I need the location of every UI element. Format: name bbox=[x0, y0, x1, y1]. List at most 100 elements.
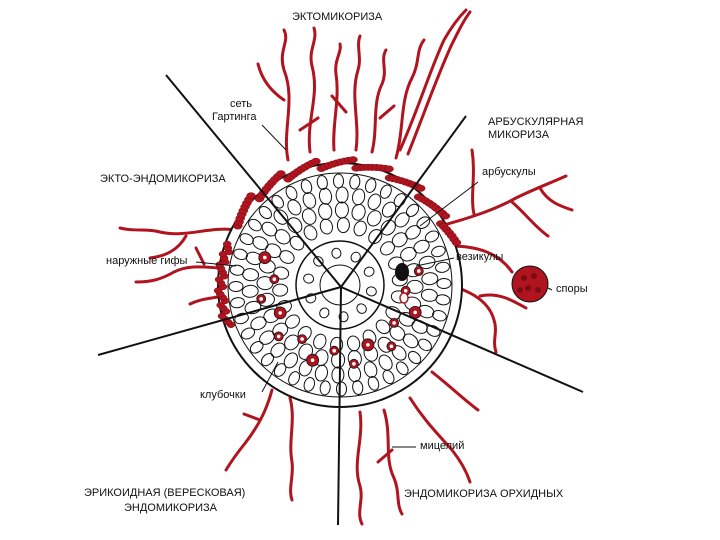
root-cell bbox=[287, 199, 302, 216]
fungal-coil-core bbox=[276, 334, 281, 339]
root-cell bbox=[272, 283, 289, 297]
root-cell bbox=[241, 284, 259, 298]
root-cell bbox=[382, 369, 395, 385]
root-cell bbox=[248, 218, 262, 232]
root-cell bbox=[303, 377, 316, 392]
callout-arbuscules: арбускулы bbox=[482, 166, 536, 178]
root-cell bbox=[367, 193, 382, 211]
root-cell bbox=[356, 303, 367, 314]
root-cell bbox=[375, 319, 391, 335]
callout-hartig-line2: Гартинга bbox=[212, 111, 257, 123]
fungal-coil-core bbox=[389, 344, 394, 349]
root-cell bbox=[319, 380, 331, 396]
root-cell bbox=[252, 236, 269, 251]
mantle-hypha bbox=[451, 239, 462, 247]
root-cell bbox=[352, 380, 364, 395]
fungal-coil-core bbox=[413, 310, 418, 315]
root-cell bbox=[316, 175, 328, 190]
root-cell bbox=[303, 225, 318, 241]
root-cell bbox=[424, 230, 440, 243]
fungal-coil-core bbox=[259, 297, 264, 301]
root-cell bbox=[303, 273, 315, 284]
root-cell bbox=[394, 212, 410, 228]
root-cell bbox=[244, 300, 262, 315]
root-cell bbox=[258, 205, 273, 220]
root-cell bbox=[396, 361, 409, 376]
fungal-coil-core bbox=[392, 321, 396, 325]
sector-dividers bbox=[97, 74, 584, 526]
mantle-hypha bbox=[415, 184, 426, 192]
vesicle-dark bbox=[395, 263, 409, 281]
mantle-hypha bbox=[222, 240, 232, 248]
root-cell bbox=[270, 342, 286, 358]
root-cell bbox=[380, 219, 396, 236]
callout-leaders bbox=[195, 124, 553, 448]
root-cell bbox=[319, 218, 333, 235]
root-cell bbox=[364, 178, 377, 193]
root-cell bbox=[274, 229, 291, 245]
label-arbuscular-mycorrhiza: АРБУСКУЛЯРНАЯ МИКОРИЗА bbox=[488, 116, 584, 141]
root-cell bbox=[260, 352, 275, 367]
mantle-hypha bbox=[348, 156, 358, 164]
root-cell bbox=[259, 330, 275, 345]
root-cell bbox=[418, 338, 432, 352]
root-cell bbox=[351, 203, 366, 221]
root-cell bbox=[418, 255, 436, 270]
root-cell bbox=[389, 325, 406, 341]
root-cell bbox=[353, 220, 367, 237]
root-cell bbox=[368, 228, 383, 245]
root-cell bbox=[421, 272, 439, 286]
root-cell bbox=[420, 288, 438, 302]
root-cell bbox=[336, 217, 350, 234]
root-cell bbox=[301, 208, 317, 225]
fungal-coil-core bbox=[332, 348, 337, 353]
root-cell bbox=[400, 246, 417, 262]
mantle-hypha bbox=[276, 170, 286, 178]
root-cell bbox=[367, 376, 380, 391]
label-orchid-endomycorrhiza: ЭНДОМИКОРИЗА ОРХИДНЫХ bbox=[404, 488, 564, 500]
root-cell bbox=[287, 217, 303, 234]
root-cell bbox=[285, 314, 300, 329]
callout-spores: споры bbox=[556, 283, 588, 295]
callout-hartig-line1: сеть bbox=[230, 98, 253, 110]
fungal-coil-core bbox=[300, 337, 304, 341]
callout-external-hyphae: наружные гифы bbox=[106, 255, 188, 267]
callout-coils: клубочки bbox=[200, 389, 246, 401]
root-cell bbox=[273, 266, 290, 280]
root-cell bbox=[338, 311, 349, 323]
label-ericoid-line1: ЭРИКОИДНАЯ (ВЕРЕСКОВАЯ) bbox=[84, 487, 246, 499]
root-cell bbox=[250, 316, 267, 331]
root-cell bbox=[279, 250, 295, 264]
mantle-hypha bbox=[311, 157, 321, 165]
root-cross-section bbox=[213, 156, 463, 408]
root-cell bbox=[347, 335, 361, 352]
root-cell bbox=[416, 216, 431, 229]
root-cell bbox=[405, 203, 420, 218]
root-cell bbox=[305, 293, 317, 304]
root-cell bbox=[242, 268, 260, 282]
fungal-coil-core bbox=[310, 358, 315, 363]
root-cell bbox=[405, 225, 421, 240]
root-cell bbox=[300, 179, 313, 194]
root-cell bbox=[366, 210, 382, 227]
fungal-coil-core bbox=[278, 311, 283, 315]
root-cell bbox=[413, 239, 430, 254]
root-cell bbox=[380, 241, 395, 256]
root-cell bbox=[363, 266, 375, 277]
fungal-coil-core bbox=[352, 362, 356, 366]
root-cell bbox=[379, 184, 392, 199]
root-cell bbox=[313, 333, 327, 350]
root-cell bbox=[349, 174, 361, 190]
label-ecto-endomycorrhiza: ЭКТО-ЭНДОМИКОРИЗА bbox=[100, 173, 226, 185]
title-ectomycorrhiza: ЭКТОМИКОРИЗА bbox=[292, 11, 383, 23]
fungal-coil-core bbox=[366, 343, 370, 347]
root-cell bbox=[435, 261, 450, 273]
root-cell bbox=[436, 277, 452, 290]
root-cell bbox=[228, 280, 244, 293]
root-cell bbox=[285, 185, 298, 201]
mantle-hypha bbox=[246, 192, 256, 200]
root-cell bbox=[431, 245, 446, 258]
mantle-hypha bbox=[217, 312, 227, 320]
root-cell bbox=[365, 286, 377, 297]
root-cell bbox=[407, 350, 422, 365]
